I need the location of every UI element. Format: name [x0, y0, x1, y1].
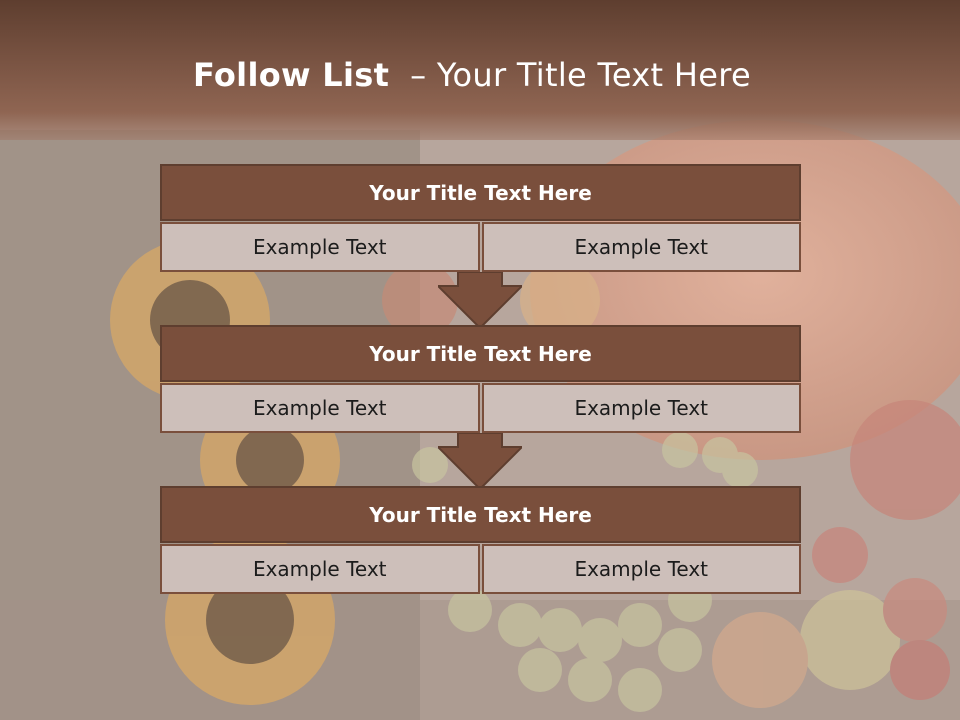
down-arrow-icon [438, 272, 522, 328]
list-block-right-text: Example Text [481, 544, 801, 594]
list-block-2: Your Title Text Here Example Text Exampl… [160, 325, 801, 433]
list-block-right-text: Example Text [481, 383, 801, 433]
title-bar [0, 0, 960, 140]
list-block-title: Your Title Text Here [160, 486, 801, 543]
list-block-title: Your Title Text Here [160, 325, 801, 382]
slide-title-bold: Follow List [193, 56, 390, 94]
down-arrow-icon [438, 433, 522, 489]
list-block-3: Your Title Text Here Example Text Exampl… [160, 486, 801, 594]
slide-title: Follow List – Your Title Text Here [0, 56, 944, 94]
list-block-left-text: Example Text [160, 222, 480, 272]
slide-title-rest: – Your Title Text Here [389, 56, 751, 94]
list-block-title: Your Title Text Here [160, 164, 801, 221]
list-block-1: Your Title Text Here Example Text Exampl… [160, 164, 801, 272]
list-block-right-text: Example Text [481, 222, 801, 272]
list-block-left-text: Example Text [160, 544, 480, 594]
list-block-left-text: Example Text [160, 383, 480, 433]
